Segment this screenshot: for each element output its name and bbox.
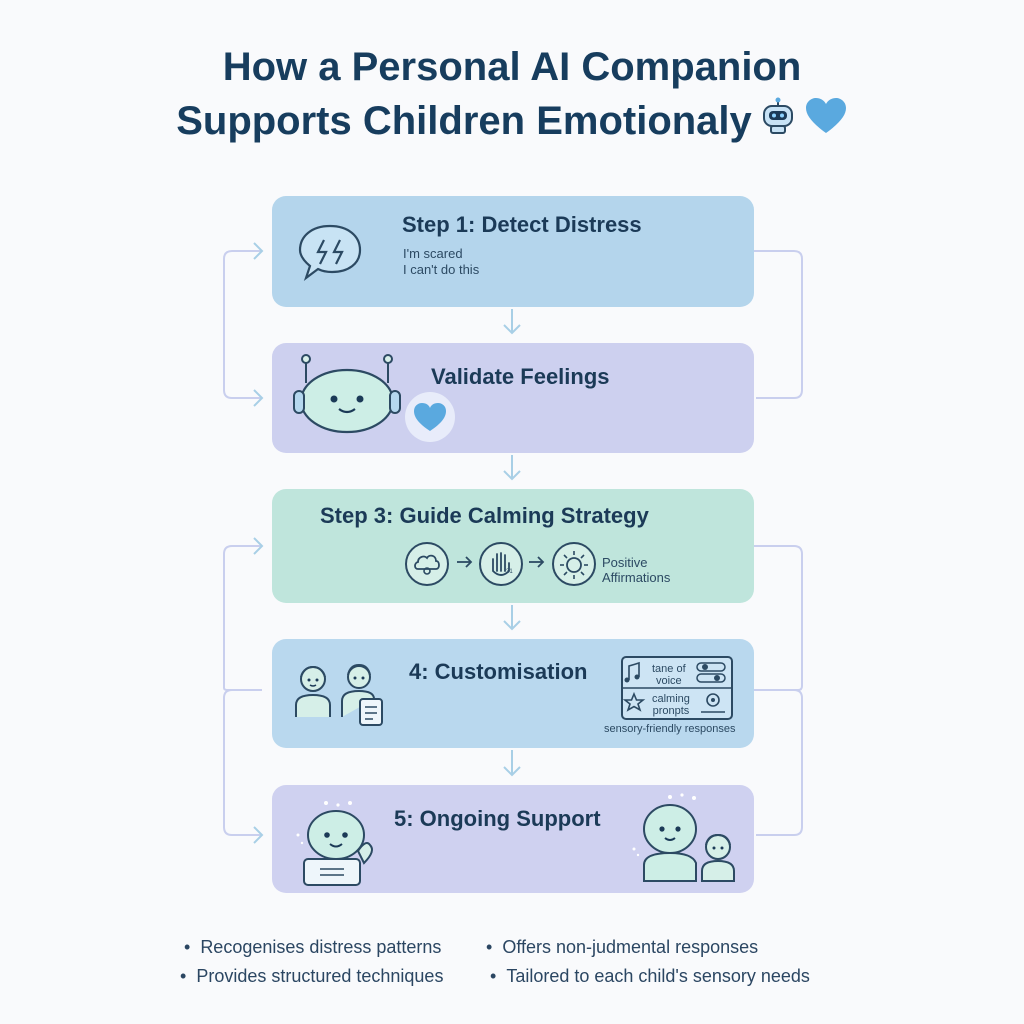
step-2-card: Validate Feelings (272, 343, 754, 453)
speech-bubble-icon (296, 220, 366, 289)
step-1-heading: Step 1: Detect Distress (402, 212, 642, 238)
arrow-right-icon (528, 555, 546, 574)
sun-icon (551, 541, 597, 592)
arrow-right-icon (456, 555, 474, 574)
calming-prompts-label: calming pronpts (652, 693, 690, 717)
child-icon (292, 661, 334, 724)
heart-icon (404, 391, 456, 448)
cloud-icon (404, 541, 450, 592)
step-3-heading: Step 3: Guide Calming Strategy (320, 503, 649, 529)
step-2-heading: Validate Feelings (431, 364, 610, 390)
robot-icon (292, 799, 382, 894)
step-5-heading: 5: Ongoing Support (394, 806, 601, 832)
step-3-card: Step 3: Guide Calming Strategy -31 Posit… (272, 489, 754, 603)
child-icon (340, 661, 386, 732)
robot-icon (626, 793, 744, 890)
positive-affirmations-label: Positive Affirmations (602, 555, 692, 585)
quote-cant-do: I can't do this (403, 262, 479, 278)
step-4-heading: 4: Customisation (409, 659, 587, 685)
step-1-card: Step 1: Detect Distress I'm scared I can… (272, 196, 754, 307)
quote-scared: I'm scared (403, 246, 463, 262)
hand-icon: -31 (478, 541, 524, 592)
bullet-item: •Offers non-judmental responses (486, 937, 758, 958)
bullet-item: •Tailored to each child's sensory needs (490, 966, 810, 987)
svg-text:-31: -31 (504, 569, 513, 575)
sensory-friendly-caption: sensory-friendly responses (604, 723, 735, 735)
bullet-item: •Recogenises distress patterns (184, 937, 441, 958)
robot-icon (292, 353, 402, 440)
step-4-card: 4: Customisation tane of voice calming p… (272, 639, 754, 748)
step-5-card: 5: Ongoing Support (272, 785, 754, 893)
bullet-item: •Provides structured techniques (180, 966, 443, 987)
tone-of-voice-label: tane of voice (652, 663, 686, 687)
